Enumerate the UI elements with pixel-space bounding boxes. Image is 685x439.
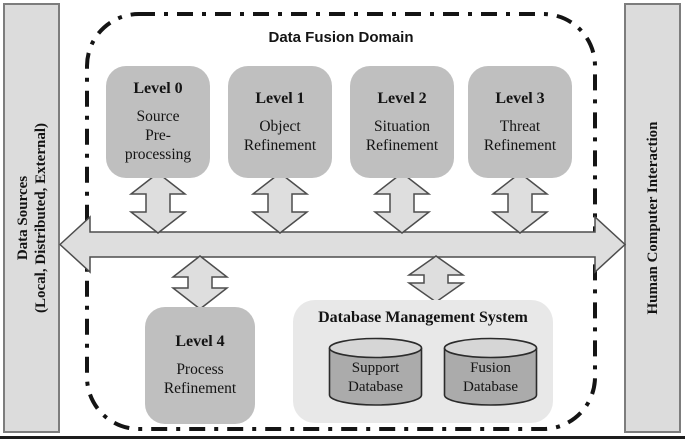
level0-connector-arrow xyxy=(128,172,188,234)
level2-box: Level 2 Situation Refinement xyxy=(350,66,454,178)
data-sources-bar: Data Sources (Local, Distributed, Extern… xyxy=(3,3,60,433)
dbms-title: Database Management System xyxy=(318,309,528,326)
fusion-database-cylinder: Fusion Database xyxy=(443,337,538,407)
level3-title: Level 3 xyxy=(495,89,545,107)
level2-connector-arrow xyxy=(372,172,432,234)
dbms-connector-arrow xyxy=(406,255,466,303)
level3-subtitle: Threat Refinement xyxy=(483,117,557,154)
level0-subtitle: Source Pre- processing xyxy=(124,108,192,163)
level3-box: Level 3 Threat Refinement xyxy=(468,66,572,178)
level2-title: Level 2 xyxy=(377,89,427,107)
database-cylinder-icon xyxy=(443,337,538,406)
level0-box: Level 0 Source Pre- processing xyxy=(106,66,210,178)
level4-subtitle: Process Refinement xyxy=(163,361,237,397)
human-computer-interaction-bar: Human Computer Interaction xyxy=(624,3,681,433)
level2-subtitle: Situation Refinement xyxy=(365,117,439,154)
level1-connector-arrow xyxy=(250,172,310,234)
support-database-cylinder: Support Database xyxy=(328,337,423,407)
level4-box: Level 4 Process Refinement xyxy=(145,307,255,424)
level1-subtitle: Object Refinement xyxy=(243,117,317,154)
data-fusion-domain-title: Data Fusion Domain xyxy=(268,29,414,46)
level4-connector-arrow xyxy=(170,255,230,310)
support-database-label: Support Database xyxy=(348,360,403,395)
fusion-database-label: Fusion Database xyxy=(463,360,518,395)
data-fusion-domain-border xyxy=(85,12,597,431)
dbms-box: Database Management System Support Datab… xyxy=(293,300,553,423)
level3-connector-arrow xyxy=(490,172,550,234)
level1-box: Level 1 Object Refinement xyxy=(228,66,332,178)
database-cylinder-icon xyxy=(328,337,423,406)
level0-title: Level 0 xyxy=(133,80,183,97)
fusion-bus-arrow xyxy=(58,215,627,274)
level1-title: Level 1 xyxy=(255,89,305,107)
level4-title: Level 4 xyxy=(175,333,225,350)
figure-bottom-rule xyxy=(0,436,685,439)
